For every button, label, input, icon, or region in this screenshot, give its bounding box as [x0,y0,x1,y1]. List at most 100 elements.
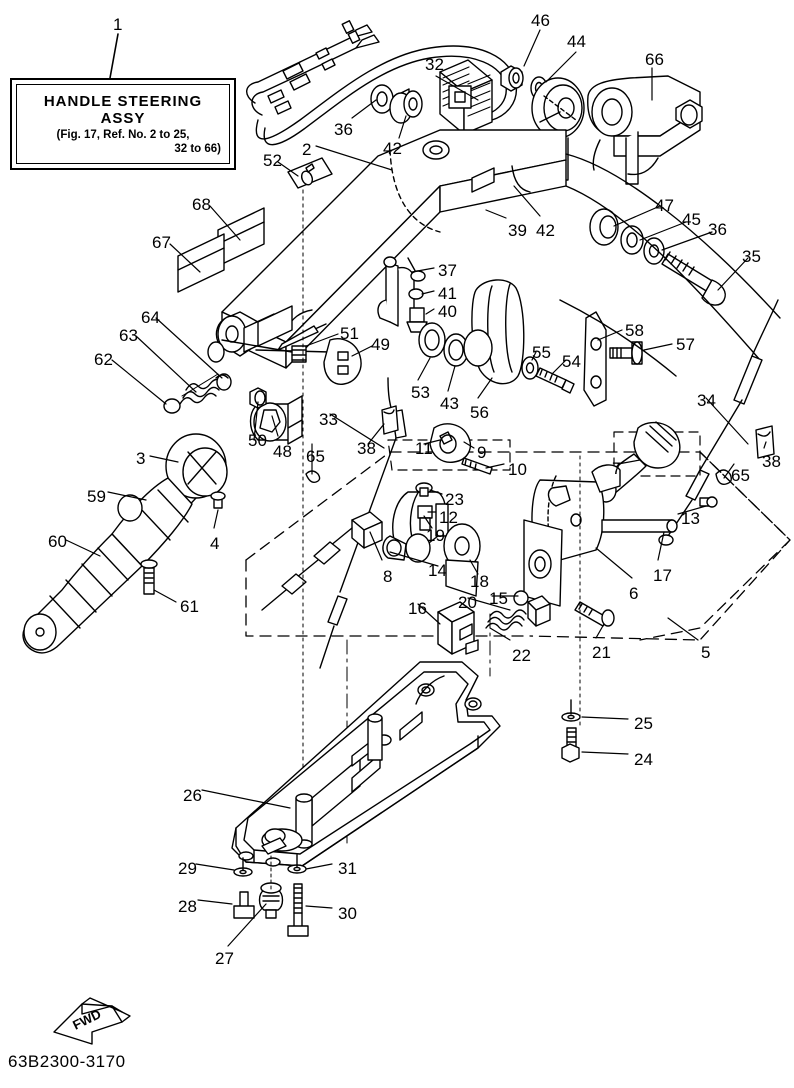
callout-label-warning: 67 [152,233,171,252]
handle-outline-lower [565,185,761,361]
callout-bottom-cowling-assy: 5 [701,643,711,662]
assembly-group-boundary [245,451,791,641]
part-66-steering-bracket [587,75,703,185]
callout-link-lever: 19 [426,526,445,545]
throttle-grip-assembly [22,433,228,654]
part-67-label [177,233,225,293]
callout-bolt: 40 [438,302,457,321]
callout-bolt: 57 [676,335,695,354]
callout-label-caution: 68 [192,195,211,214]
callout-spring-clip: 39 [508,221,527,240]
part-4-screw [210,491,226,509]
callout-grommet: 32 [425,55,444,74]
callout-bolt: 54 [562,352,581,371]
leader-1 [109,33,119,79]
callout-washer: 36 [708,220,727,239]
callout-ball: 15 [489,589,508,608]
callout-pin: 13 [681,509,700,528]
callout-washer: 29 [178,859,197,878]
callout-washer: 41 [438,284,457,303]
callout-bolt: 24 [634,750,653,769]
part-63-spring [179,373,223,405]
callout-steering-bracket: 66 [645,50,664,69]
linkage-group [382,421,718,655]
title-line-4: 32 to 66) [174,142,221,155]
callout-bolt: 28 [178,897,197,916]
part-65-clip-left [305,470,321,484]
handle-pivot-left [207,305,293,363]
part-24-bolt [561,727,580,763]
callout-throttle-cable: 34 [697,391,716,410]
callout-bracket: 48 [273,442,292,461]
callout-handle-steering-assy: 1 [113,15,123,34]
callout-roller: 9 [477,443,487,462]
title-block: HANDLE STEERING ASSY (Fig. 17, Ref. No. … [10,78,236,170]
callout-washer: 44 [567,32,586,51]
callout-screw: 21 [592,643,611,662]
callout-grip-rubber: 60 [48,532,67,551]
callout-pin: 51 [340,324,359,343]
callout-cam: 11 [415,439,433,458]
callout-bushing: 42 [383,139,402,158]
callout-clip: 65 [306,447,325,466]
part-26-lower-bracket [231,661,501,867]
part-46-nut [500,65,524,92]
part-52-plate [287,157,333,321]
callout-bushing: 42 [536,221,555,240]
callout-throttle-grip-tube: 59 [87,487,106,506]
handle-outline-upper [565,153,781,319]
callout-lever: 18 [470,572,489,591]
leader-lines [65,29,767,947]
drawing-number: 63B2300-3170 [8,1052,126,1071]
callout-nut: 46 [531,11,550,30]
part-8-shift-cable [261,511,383,611]
callout-shaft: 17 [653,566,672,585]
callout-washer: 55 [532,343,551,362]
part-61-screw [140,559,158,595]
callout-bolt: 30 [338,904,357,923]
part-62-clip [163,398,181,414]
control-cables-upper [246,20,380,116]
callout-screw: 4 [210,534,220,553]
callout-lever: 14 [428,561,447,580]
callout-washer: 25 [634,714,653,733]
title-line-3: (Fig. 17, Ref. No. 2 to 25, [56,128,190,141]
callout-grommet: 27 [215,949,234,968]
part-41-washer [408,288,424,300]
callout-spring: 20 [458,593,477,612]
callout-washer: 45 [682,210,701,229]
part-38-clamp-right [755,425,775,459]
callout-cable-clamp: 38 [357,439,376,458]
part-54-bolt [535,367,575,394]
part-37-cable-joint [377,256,426,327]
title-line-2: ASSY [100,109,146,127]
callout-shift-cable: 8 [383,567,393,586]
fwd-arrow [53,997,131,1045]
part-42-bushing [389,88,423,124]
callout-washer: 36 [334,120,353,139]
callout-spring-seat: 64 [141,308,160,327]
title-line-1: HANDLE STEERING [43,92,203,110]
lower-fasteners [233,854,309,937]
callout-bolt: 35 [742,247,761,266]
callout-handle-bracket-lower: 26 [183,786,202,805]
callout-nut: 50 [248,431,267,450]
part-32-grommet [439,59,493,135]
callout-screw: 61 [180,597,199,616]
callout-steering-friction-piece: 56 [470,403,489,422]
callout-washer: 31 [338,859,357,878]
part-50-nut [249,387,267,409]
part-57-bolt [609,341,643,365]
callout-clip: 65 [731,466,750,485]
callout-lever: 49 [371,335,390,354]
callout-spring: 63 [119,326,138,345]
callout-stopper: 16 [408,599,427,618]
callout-throttle-cable: 33 [319,410,338,429]
callout-bolt: 12 [439,508,458,527]
callout-throttle-cam: 7 [612,459,622,478]
callout-collar: 3 [136,449,146,468]
part-56-friction-piece [463,279,525,385]
part-68-label [217,207,265,267]
part-35-bolt [661,251,726,306]
